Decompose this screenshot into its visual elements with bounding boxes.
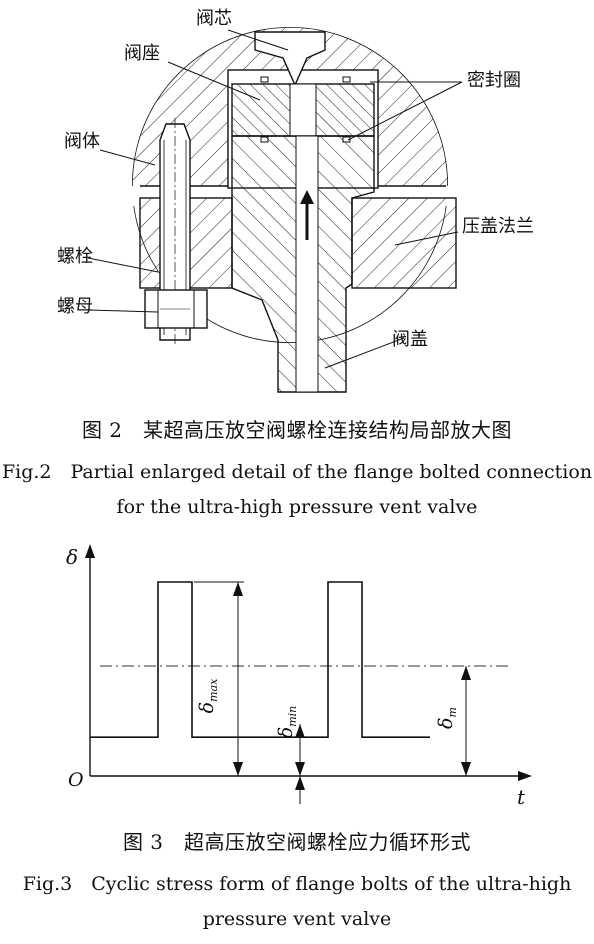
delta-max-label: δmax — [196, 678, 220, 713]
x-axis-arrow — [518, 771, 532, 781]
figure-2-caption-en-line2: for the ultra-high pressure vent valve — [116, 496, 478, 518]
figure-3-caption-en-line2: pressure vent valve — [202, 908, 392, 930]
label-valve-seat: 阀座 — [124, 43, 160, 64]
bolt-shape — [159, 118, 191, 346]
figure-3-caption-cn: 图 3 超高压放空阀螺栓应力循环形式 — [122, 830, 472, 854]
figure-2-caption-en-line1: Fig.2 Partial enlarged detail of the fla… — [1, 461, 593, 483]
y-axis-label: δ — [66, 545, 78, 569]
label-bolt: 螺栓 — [57, 246, 93, 267]
delta-min-dimension: δmin — [275, 706, 305, 804]
figure-2: 阀芯 阀座 阀体 密封圈 螺栓 螺母 压盖法兰 阀盖 — [0, 0, 594, 400]
flange-drawing: 阀芯 阀座 阀体 密封圈 螺栓 螺母 压盖法兰 阀盖 — [57, 8, 534, 393]
origin-label: O — [68, 769, 84, 791]
nut-shape — [144, 289, 208, 329]
leader-lines — [87, 29, 463, 369]
figure-3: δ t O δmax δmin δm — [0, 536, 594, 814]
y-axis-arrow — [85, 544, 95, 558]
delta-min-label: δmin — [275, 706, 299, 739]
label-gland-flange: 压盖法兰 — [462, 216, 534, 237]
label-bonnet: 阀盖 — [392, 329, 428, 350]
stress-cycle-chart: δ t O δmax δmin δm — [66, 544, 532, 809]
label-nut: 螺母 — [57, 296, 93, 317]
stress-waveform — [90, 581, 430, 738]
label-seal-ring: 密封圈 — [467, 70, 521, 91]
delta-m-label: δm — [435, 707, 459, 729]
delta-m-dimension: δm — [435, 666, 471, 776]
x-axis-label: t — [517, 785, 526, 809]
figure-2-caption-cn: 图 2 某超高压放空阀螺栓连接结构局部放大图 — [81, 418, 513, 442]
label-valve-core: 阀芯 — [196, 8, 232, 29]
valve-seat-shape — [231, 83, 375, 137]
figure-3-caption-en-line1: Fig.3 Cyclic stress form of flange bolts… — [22, 873, 572, 895]
label-valve-body: 阀体 — [64, 131, 100, 152]
delta-max-dimension: δmax — [194, 581, 244, 776]
